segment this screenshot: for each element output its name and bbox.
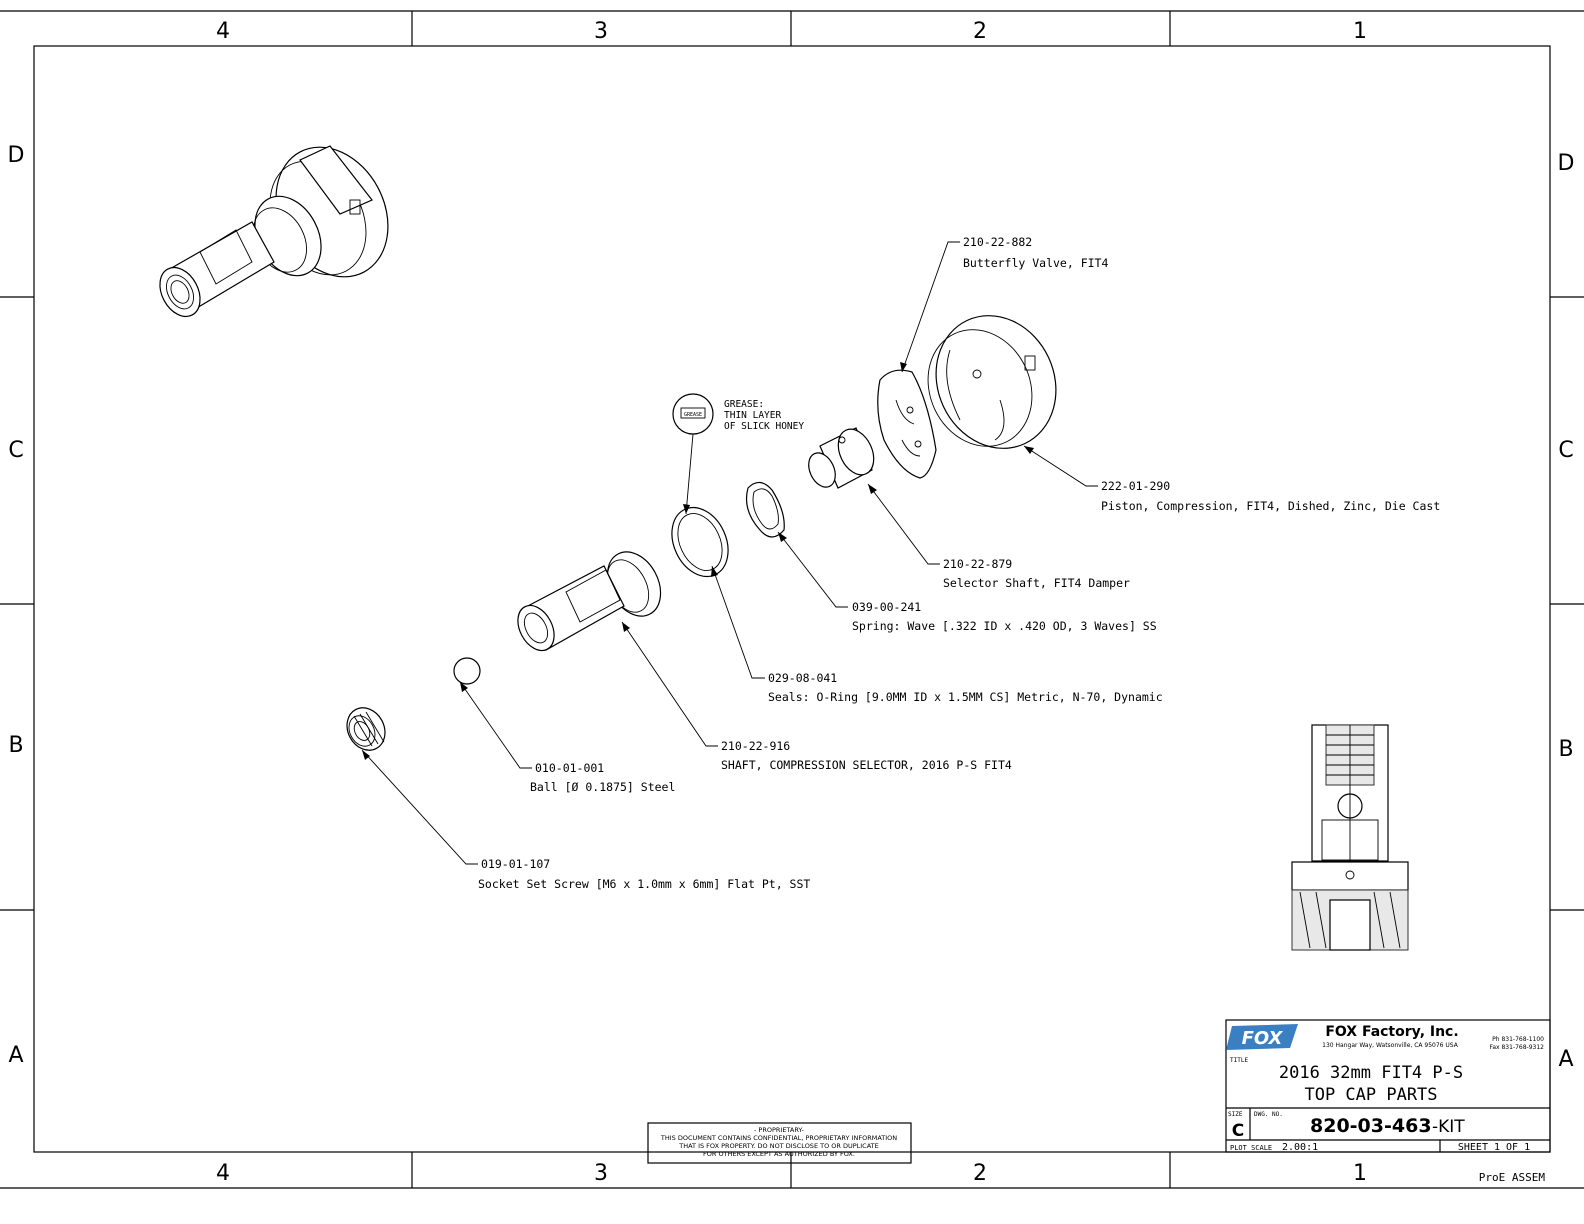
plot-scale-label: PLOT SCALE xyxy=(1230,1144,1272,1152)
sheet-border xyxy=(0,10,1584,1189)
zone-labels: 4 3 2 1 4 3 2 1 D C B A D C B A xyxy=(8,19,1575,1186)
zone-col-bottom-3: 3 xyxy=(594,1161,608,1186)
zone-col-top-4: 4 xyxy=(216,19,230,44)
callout-part-number: 029-08-041 xyxy=(768,671,837,685)
piston-part-illustration xyxy=(927,315,1057,449)
section-view-illustration xyxy=(1291,724,1409,951)
company-fax: Fax 831-768-9312 xyxy=(1489,1044,1544,1051)
fox-logo-text: FOX xyxy=(1242,1028,1284,1049)
o-ring-part-illustration xyxy=(671,506,729,578)
company-address: 130 Hangar Way, Watsonville, CA 95076 US… xyxy=(1322,1042,1459,1049)
callout-part-number: 210-22-882 xyxy=(963,235,1032,249)
zone-row-right-a: A xyxy=(1558,1047,1573,1072)
assembled-view-illustration xyxy=(159,145,389,318)
proprietary-line3: THAT IS FOX PROPERTY. DO NOT DISCLOSE TO… xyxy=(678,1142,879,1150)
sheet-number: SHEET 1 OF 1 xyxy=(1458,1142,1530,1153)
set-screw-part-illustration xyxy=(346,707,386,751)
zone-row-left-c: C xyxy=(8,438,23,463)
callout-part-number: 019-01-107 xyxy=(481,857,550,871)
callout-part-number: 210-22-916 xyxy=(721,739,790,753)
grease-note-line2: THIN LAYER xyxy=(724,410,781,421)
title-label: TITLE xyxy=(1230,1057,1248,1064)
proprietary-line1: - PROPRIETARY- xyxy=(754,1126,805,1134)
zone-row-left-d: D xyxy=(8,143,25,168)
callout-part-number: 010-01-001 xyxy=(535,761,604,775)
proprietary-line2: THIS DOCUMENT CONTAINS CONFIDENTIAL, PRO… xyxy=(660,1134,897,1142)
leader-lines xyxy=(361,241,1098,865)
drawing-title-line2: TOP CAP PARTS xyxy=(1304,1085,1437,1105)
plot-scale-value: 2.00:1 xyxy=(1282,1142,1318,1153)
dwg-no-label: DWG. NO. xyxy=(1254,1111,1283,1118)
fox-logo: FOX xyxy=(1226,1024,1298,1050)
drawing-title-line1: 2016 32mm FIT4 P-S xyxy=(1279,1063,1463,1083)
ball-part-illustration xyxy=(453,657,481,685)
zone-col-top-1: 1 xyxy=(1353,19,1367,44)
callout-part-number: 210-22-879 xyxy=(943,557,1012,571)
callout-description: SHAFT, COMPRESSION SELECTOR, 2016 P-S FI… xyxy=(721,758,1012,772)
callout-part-number: 039-00-241 xyxy=(852,600,921,614)
grease-symbol-icon: GREASE xyxy=(672,393,714,435)
zone-row-left-b: B xyxy=(8,733,23,758)
company-name: FOX Factory, Inc. xyxy=(1325,1024,1458,1040)
callout-description: Selector Shaft, FIT4 Damper xyxy=(943,576,1130,590)
butterfly-valve-part-illustration xyxy=(877,369,937,479)
grease-note-line1: GREASE: xyxy=(724,399,764,410)
dwg-number-suffix: -KIT xyxy=(1432,1117,1465,1137)
callout-description: Piston, Compression, FIT4, Dished, Zinc,… xyxy=(1101,499,1440,513)
dwg-number: 820-03-463 xyxy=(1310,1115,1432,1137)
callout-description: Butterfly Valve, FIT4 xyxy=(963,256,1108,270)
proprietary-line4: FOR OTHERS EXCEPT AS AUTHORIZED BY FOX. xyxy=(703,1150,855,1158)
proprietary-notice: - PROPRIETARY- THIS DOCUMENT CONTAINS CO… xyxy=(647,1122,912,1164)
title-block: FOX FOX Factory, Inc. 130 Hangar Way, Wa… xyxy=(1225,1019,1551,1153)
callout-part-number: 222-01-290 xyxy=(1101,479,1170,493)
size-value: C xyxy=(1232,1121,1244,1141)
zone-col-top-3: 3 xyxy=(594,19,608,44)
company-phone: Ph 831-768-1100 xyxy=(1492,1036,1544,1043)
zone-col-bottom-1: 1 xyxy=(1353,1161,1367,1186)
zone-col-bottom-4: 4 xyxy=(216,1161,230,1186)
zone-row-left-a: A xyxy=(8,1043,23,1068)
callout-description: Spring: Wave [.322 ID x .420 OD, 3 Waves… xyxy=(852,619,1157,633)
size-label: SIZE xyxy=(1228,1111,1243,1118)
zone-col-bottom-2: 2 xyxy=(973,1161,987,1186)
callout-description: Ball [Ø 0.1875] Steel xyxy=(530,780,675,794)
compression-selector-shaft-part-illustration xyxy=(517,551,662,652)
wave-spring-part-illustration xyxy=(745,481,785,538)
grease-note-line3: OF SLICK HONEY xyxy=(724,421,804,432)
footer-note: ProE ASSEM xyxy=(1479,1171,1546,1184)
callout-description: Seals: O-Ring [9.0MM ID x 1.5MM CS] Metr… xyxy=(768,690,1163,704)
zone-row-right-b: B xyxy=(1558,737,1573,762)
zone-row-right-c: C xyxy=(1558,438,1573,463)
zone-col-top-2: 2 xyxy=(973,19,987,44)
grease-icon-label: GREASE xyxy=(684,412,702,418)
selector-shaft-part-illustration xyxy=(808,427,875,489)
callout-description: Socket Set Screw [M6 x 1.0mm x 6mm] Flat… xyxy=(478,877,810,891)
zone-row-right-d: D xyxy=(1558,151,1575,176)
